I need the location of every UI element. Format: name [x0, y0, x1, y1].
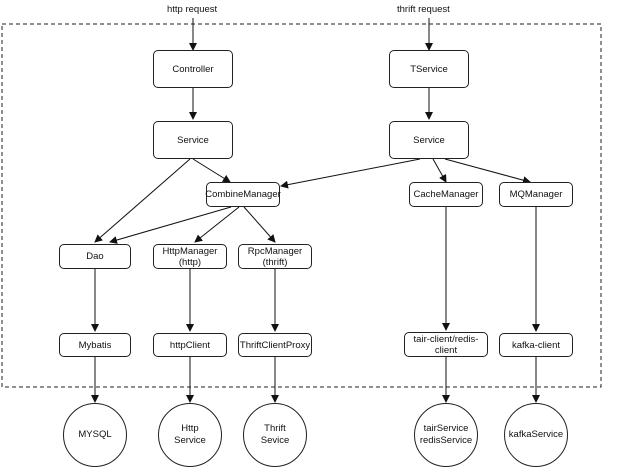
service-left-node: Service: [153, 121, 233, 159]
arrow-combinemanager-to-dao: [109, 206, 232, 244]
arrow-service-to-dao: [94, 158, 191, 243]
tservice-node: TService: [389, 50, 469, 88]
combinemanager-node: CombineManager: [205, 182, 281, 207]
kafkaclient-node: kafka-client: [499, 333, 573, 357]
thrift-service-circle: Thrift Sevice: [243, 403, 307, 467]
arrow-combinemanager-to-httpmanager: [194, 206, 240, 243]
thriftclientproxy-node: ThriftClientProxy: [238, 333, 312, 357]
service-right-node: Service: [389, 121, 469, 159]
system-boundary: [1, 23, 602, 388]
arrow-tservice-service-to-combinemanager: [280, 158, 421, 189]
arrow-tservice-service-to-cachemanager: [432, 158, 447, 183]
httpclient-node: httpClient: [153, 333, 227, 357]
kafka-service-circle: kafkaService: [504, 403, 568, 467]
arrow-tservice-service-to-mqmanager: [444, 158, 531, 185]
arrow-service-to-combinemanager: [192, 158, 231, 183]
tairclient-node: tair-client/redis- client: [404, 332, 488, 357]
http-service-circle: Http Service: [158, 403, 222, 467]
arrow-combinemanager-to-rpcmanager: [243, 206, 276, 243]
dao-node: Dao: [59, 244, 131, 269]
tair-redis-service-circle: tairService redisService: [414, 403, 478, 467]
mybatis-node: Mybatis: [59, 333, 131, 357]
httpmanager-node: HttpManager (http): [153, 244, 227, 269]
mysql-service-circle: MYSQL: [63, 403, 127, 467]
rpcmanager-node: RpcManager (thrift): [238, 244, 312, 269]
http-request-label: http request: [167, 4, 218, 15]
controller-node: Controller: [153, 50, 233, 88]
cachemanager-node: CacheManager: [409, 182, 483, 207]
arrows: [91, 18, 540, 403]
thrift-request-label: thrift request: [397, 4, 450, 15]
mqmanager-node: MQManager: [499, 182, 573, 207]
